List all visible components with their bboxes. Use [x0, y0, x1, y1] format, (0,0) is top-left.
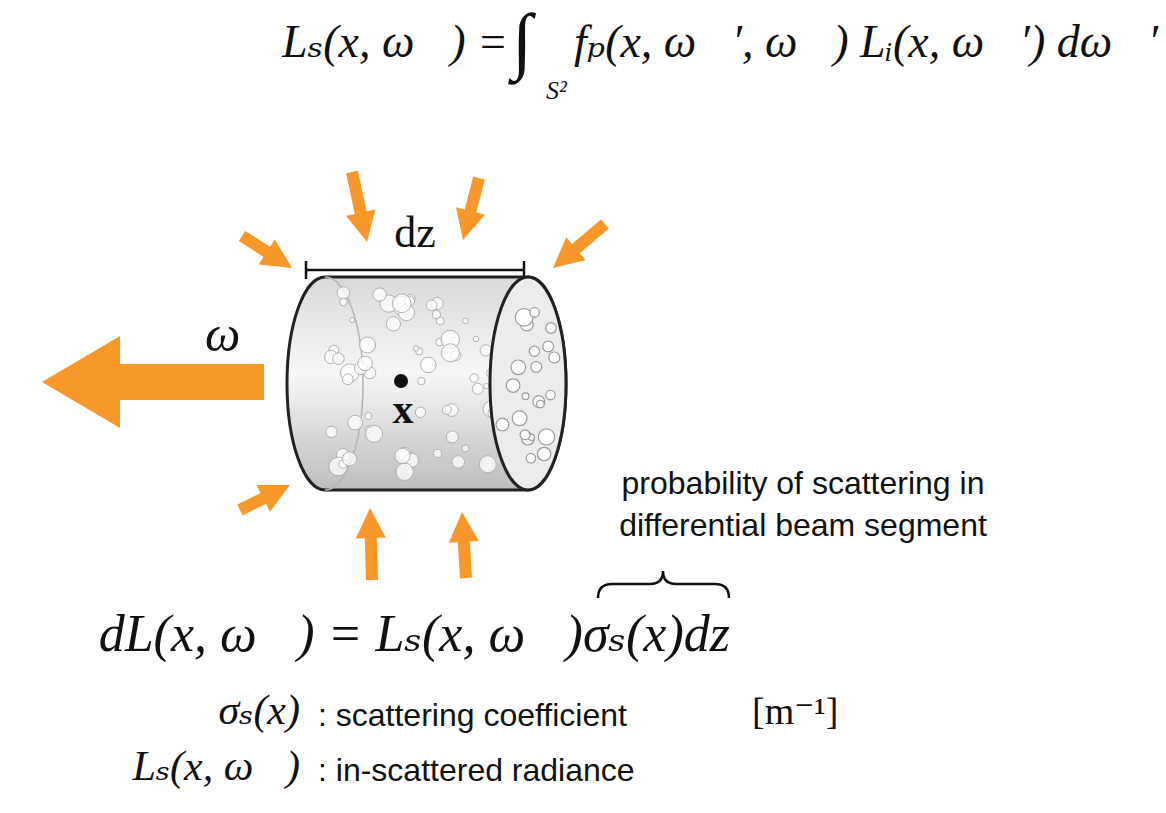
direction-label: ω⃗ — [205, 306, 279, 364]
scattering-particle — [360, 337, 376, 353]
scattering-particle — [443, 405, 452, 414]
scattering-particle — [343, 452, 357, 466]
scattering-particle — [512, 411, 527, 426]
scattering-particle — [472, 383, 483, 394]
scattering-particle — [538, 429, 554, 445]
cylinder-body — [287, 277, 566, 490]
scattering-particle — [484, 384, 489, 389]
scattering-particle — [446, 431, 458, 443]
scattering-particle — [418, 377, 425, 384]
point-dot — [394, 374, 408, 388]
scattering-particle — [342, 374, 353, 385]
scattering-particle — [393, 294, 412, 313]
light-arrows — [42, 171, 609, 581]
scattering-particle — [333, 353, 345, 365]
scattering-particle — [470, 374, 478, 382]
scattering-particle — [543, 341, 554, 352]
scattering-particle — [520, 430, 530, 440]
scattering-particle — [326, 426, 337, 437]
scattering-particle — [358, 356, 373, 371]
symbol-description: : scattering coefficient — [318, 697, 627, 734]
scattering-particle — [479, 456, 496, 473]
annotation-note: probability of scattering in differentia… — [563, 463, 1043, 546]
scattering-particle — [537, 400, 545, 408]
incident-light-arrow — [237, 485, 290, 515]
incident-light-arrow — [553, 219, 609, 268]
scattering-particle — [480, 345, 491, 356]
unit-label: [m⁻¹] — [752, 690, 838, 734]
scattering-particle — [350, 318, 355, 323]
symbol-description: : in-scattered radiance — [318, 752, 635, 789]
scattering-particle — [426, 300, 437, 311]
scattering-particle — [415, 407, 425, 417]
differential-equation: dL(x, ω⃗) = Lₛ(x, ω⃗)σₛ(x)dz — [99, 604, 730, 664]
scattering-particle — [462, 445, 469, 452]
incident-light-arrow — [356, 508, 386, 580]
scattering-particle — [506, 379, 520, 393]
scattering-particle — [365, 412, 372, 419]
equation-rhs: fₚ(x, ω⃗′, ω⃗) Lᵢ(x, ω⃗′) dω⃗′ — [574, 16, 1158, 69]
scattering-particle — [452, 456, 465, 469]
scattering-particle — [533, 396, 545, 408]
scattering-particle — [366, 425, 383, 442]
symbol-name: σₛ(x) — [219, 686, 300, 734]
scattering-particle — [386, 317, 400, 331]
scattering-particle — [546, 390, 555, 399]
scattering-particle — [463, 318, 469, 324]
scattering-particle — [473, 336, 478, 341]
scattering-particle — [522, 393, 529, 400]
integral-sign: ∫ — [512, 0, 532, 83]
scattering-particle — [436, 317, 444, 325]
integral-domain: S² — [546, 76, 567, 106]
incident-light-arrow — [456, 177, 485, 241]
incident-light-arrow — [449, 512, 479, 578]
scattering-particle — [373, 288, 386, 301]
scattering-particle — [421, 357, 437, 373]
scattering-particle — [340, 298, 348, 306]
bracket-line — [306, 269, 524, 272]
scattering-particle — [529, 346, 539, 356]
symbol-name: Lₛ(x, ω⃗) — [133, 742, 300, 790]
equation-lhs: Lₛ(x, ω⃗) = — [282, 16, 508, 69]
scattering-particle — [549, 352, 560, 363]
point-label: x — [393, 388, 414, 430]
scattering-particle — [537, 447, 550, 460]
scattering-particle — [337, 287, 350, 300]
scattering-particle — [441, 344, 459, 362]
cylinder-outline — [280, 270, 580, 500]
scattering-particle — [396, 463, 413, 480]
scattering-particle — [395, 448, 410, 463]
scattering-particle — [530, 308, 539, 317]
medium-cylinder: x — [280, 270, 580, 500]
scattering-particle — [531, 362, 542, 373]
curly-brace — [598, 571, 729, 598]
incident-light-arrow — [346, 171, 375, 242]
bracket-tick — [305, 261, 308, 279]
scattering-particle — [496, 418, 509, 431]
scattering-particle — [546, 323, 557, 334]
incident-light-arrow — [239, 231, 292, 268]
scattering-particle — [348, 415, 363, 430]
dimension-label: dz — [394, 208, 436, 259]
scattering-particle — [511, 360, 526, 375]
scattering-particle — [413, 346, 418, 351]
cylinder-back-edge — [325, 277, 363, 490]
scattering-particle — [434, 449, 442, 457]
cylinder-cap — [490, 277, 566, 490]
scattering-particle — [526, 453, 536, 463]
